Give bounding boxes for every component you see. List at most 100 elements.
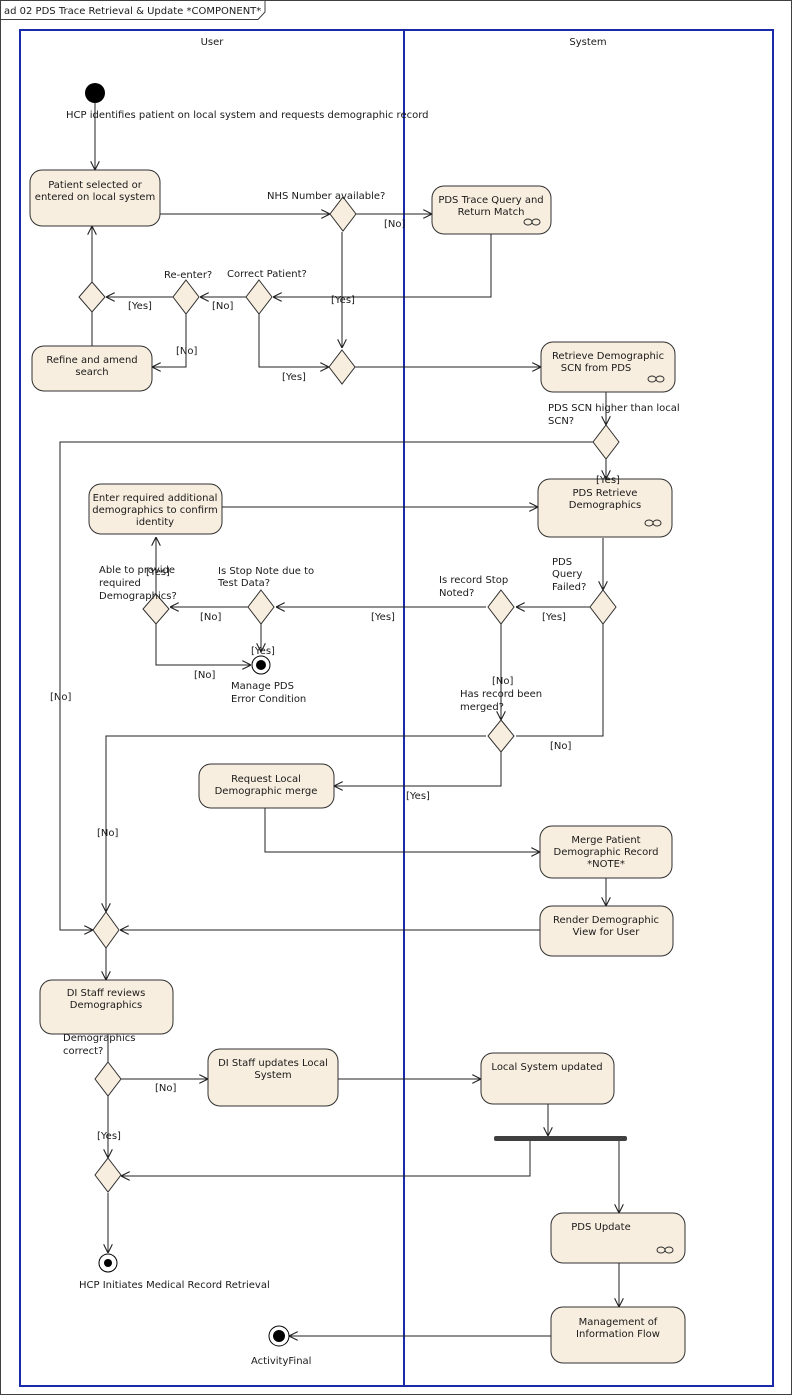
control-flows [59,103,619,1336]
label-final-hcp: HCP Initiates Medical Record Retrieval [79,1280,270,1291]
label-record-stop-2: Noted? [439,588,474,599]
guard-no: [No] [176,346,198,357]
guard-yes: [Yes] [282,372,306,383]
svg-text:PDS Update: PDS Update [571,1222,630,1233]
label-able-1: Able to provide [99,565,175,576]
decision-stop-test-data [247,589,275,625]
decision-able-provide [142,593,170,625]
svg-text:PDS Trace Query and: PDS Trace Query and [438,195,543,206]
guard-no: [No] [492,676,514,687]
svg-text:Demographics: Demographics [70,1000,142,1011]
activity-local-updated: Local System updated [480,1052,615,1105]
label-scn-higher-2: SCN? [548,416,574,427]
final-manage-error [251,655,271,675]
frame-title: ad 02 PDS Trace Retrieval & Update *COMP… [4,6,261,17]
activity-management: Management of Information Flow [550,1306,686,1364]
activity-request-merge: Request Local Demographic merge [198,763,335,809]
label-able-3: Demographics? [99,591,177,602]
activity-render-view: Render Demographic View for User [539,905,674,957]
activity-refine-search: Refine and amend search [31,345,153,392]
rake-icon [656,1246,674,1254]
lane-system-title: System [569,37,606,48]
label-query-failed-2: Query [552,569,582,580]
decision-demographics-correct [94,1061,122,1097]
svg-text:Return Match: Return Match [458,207,525,218]
label-manage-error-2: Error Condition [231,694,306,705]
guard-yes: [Yes] [542,612,566,623]
svg-text:Patient selected or: Patient selected or [48,180,143,191]
frame-title-tab [0,0,266,20]
svg-text:Information Flow: Information Flow [576,1329,660,1340]
label-re-enter: Re-enter? [164,270,212,281]
svg-text:entered on local system: entered on local system [35,192,155,203]
decision-re-enter [172,279,200,315]
svg-text:SCN from PDS: SCN from PDS [561,363,632,374]
decision-query-failed [589,589,617,625]
guard-no: [No] [155,1083,177,1094]
svg-text:PDS Retrieve: PDS Retrieve [573,488,638,499]
guard-yes: [Yes] [97,1131,121,1142]
svg-text:View for User: View for User [573,927,641,938]
merge-final [94,1157,122,1193]
fork-bar [494,1136,627,1141]
svg-text:Merge Patient: Merge Patient [571,835,640,846]
activity-pds-retrieve: PDS Retrieve Demographics [537,478,673,538]
rake-icon [647,375,665,383]
svg-text:DI Staff reviews: DI Staff reviews [67,988,146,999]
guard-yes: [Yes] [406,791,430,802]
decision-nhs-number [329,196,357,232]
svg-text:DI Staff updates Local: DI Staff updates Local [218,1058,328,1069]
activity-di-reviews: DI Staff reviews Demographics [39,979,174,1035]
rake-icon [644,519,662,527]
label-activity-final: ActivityFinal [251,1356,311,1367]
guard-labels: [No] [Yes] [No] [Yes] [No] [Yes] [Yes] [… [50,219,620,1142]
activity-di-updates: DI Staff updates Local System [207,1048,339,1107]
label-demo-correct-1: Demographics [63,1033,135,1044]
decision-scn-higher [592,424,620,460]
activity-enter-additional: Enter required additional demographics t… [88,483,223,535]
label-stop-test-1: Is Stop Note due to [218,566,314,577]
label-demo-correct-2: correct? [63,1046,103,1057]
decision-record-stop [487,589,515,625]
guard-no: [No] [194,670,216,681]
decision-merged [487,719,515,753]
svg-text:search: search [75,367,108,378]
guard-yes: [Yes] [371,612,395,623]
initial-node [85,83,105,103]
svg-text:identity: identity [136,517,174,528]
guard-yes: [Yes] [146,567,170,578]
guard-yes: [Yes] [128,301,152,312]
label-stop-test-2: Test Data? [217,578,270,589]
label-scn-higher-1: PDS SCN higher than local [548,403,680,414]
label-query-failed-1: PDS [552,557,572,568]
rake-icon [523,218,541,226]
guard-no: [No] [50,692,72,703]
svg-text:Enter required additional: Enter required additional [93,493,218,504]
label-merged-1: Has record been [460,689,542,700]
svg-text:demographics to confirm: demographics to confirm [92,505,217,516]
svg-text:Retrieve Demographic: Retrieve Demographic [552,351,664,362]
activity-merge-record: Merge Patient Demographic Record *NOTE* [539,825,673,879]
label-query-failed-3: Failed? [552,582,586,593]
merge-refine [78,281,106,313]
guard-yes: [Yes] [251,646,275,657]
activity-patient-selected: Patient selected or entered on local sys… [29,169,161,227]
svg-text:Management of: Management of [579,1317,658,1328]
guard-no: [No] [200,612,222,623]
lane-user-title: User [201,37,225,48]
guard-yes: [Yes] [331,295,355,306]
label-nhs-available: NHS Number available? [267,191,385,202]
label-able-2: required [99,578,141,589]
guard-yes: [Yes] [596,475,620,486]
svg-text:Refine and amend: Refine and amend [46,355,137,366]
decision-nodes [78,196,620,1193]
lane-system [403,29,774,1387]
guard-no: [No] [550,741,572,752]
label-manage-error-1: Manage PDS [231,681,294,692]
condition-labels: NHS Number available? Correct Patient? R… [63,191,680,1367]
svg-text:Request Local: Request Local [231,774,301,785]
svg-text:Render Demographic: Render Demographic [553,915,659,926]
svg-text:Local System updated: Local System updated [491,1062,602,1073]
